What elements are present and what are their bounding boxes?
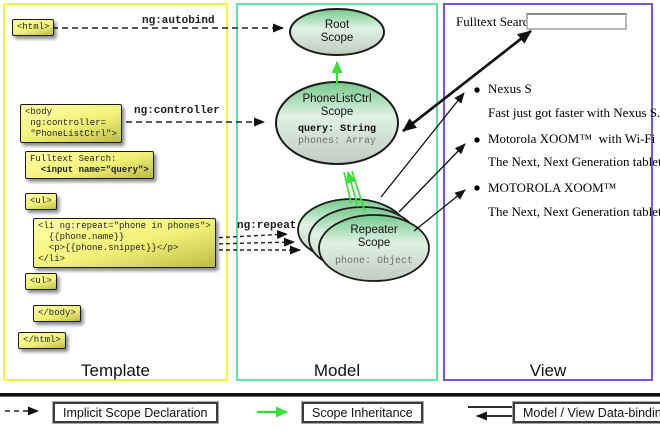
root-scope-label: Root Scope: [320, 19, 354, 44]
separator-line: [0, 393, 660, 397]
template-column: [3, 3, 228, 381]
input-tag-code: <input name="query">: [30, 165, 149, 175]
ng-controller-label: ng:controller: [134, 105, 220, 117]
body-open-tag-box: <body ng:controller= "PhoneListCtrl">: [20, 104, 122, 143]
view-item-desc: Fast just got faster with Nexus S.: [488, 105, 660, 120]
view-item-title: MOTOROLA XOOM™: [488, 180, 617, 195]
view-item-title: Motorola XOOM™ with Wi-Fi: [488, 131, 656, 146]
phones-property: phones: Array: [297, 136, 376, 147]
fulltext-template-label: Fulltext Search:: [30, 154, 117, 164]
legend-databinding-label: Model / View Data-binding: [512, 401, 660, 424]
view-item-title: Nexus S: [488, 81, 532, 96]
legend-implicit-scope-label: Implicit Scope Declaration: [52, 401, 219, 424]
legend-scope-inheritance-label: Scope Inheritance: [301, 401, 424, 424]
repeater-scope-label: Repeater Scope: [350, 224, 398, 249]
html-open-tag-box: <html>: [12, 19, 55, 36]
model-column-label: Model: [313, 361, 361, 380]
view-item-desc: The Next, Next Generation tablet.: [488, 204, 660, 219]
ng-autobind-label: ng:autobind: [142, 15, 215, 27]
fulltext-search-input[interactable]: [526, 13, 627, 30]
fulltext-template-box: Fulltext Search: <input name="query">: [25, 151, 154, 179]
view-item-desc: The Next, Next Generation tablet.: [488, 154, 660, 169]
model-column: [236, 3, 438, 381]
ul-open-tag-box: <ul>: [25, 193, 57, 210]
ng-repeat-label: ng:repeat: [237, 220, 297, 232]
body-close-tag-box: </body>: [33, 305, 81, 322]
phonelistctrl-scope-label: PhoneListCtrl Scope: [302, 93, 372, 118]
phone-property: phone: Object: [334, 256, 413, 267]
template-column-label: Template: [81, 361, 150, 380]
ul-close-tag-box: <ul>: [25, 273, 57, 290]
html-close-tag-box: </html>: [18, 332, 66, 349]
view-column-label: View: [529, 361, 567, 380]
li-repeat-box: <li ng:repeat="phone in phones"> {{phone…: [33, 218, 216, 268]
query-property: query: String: [297, 124, 376, 135]
